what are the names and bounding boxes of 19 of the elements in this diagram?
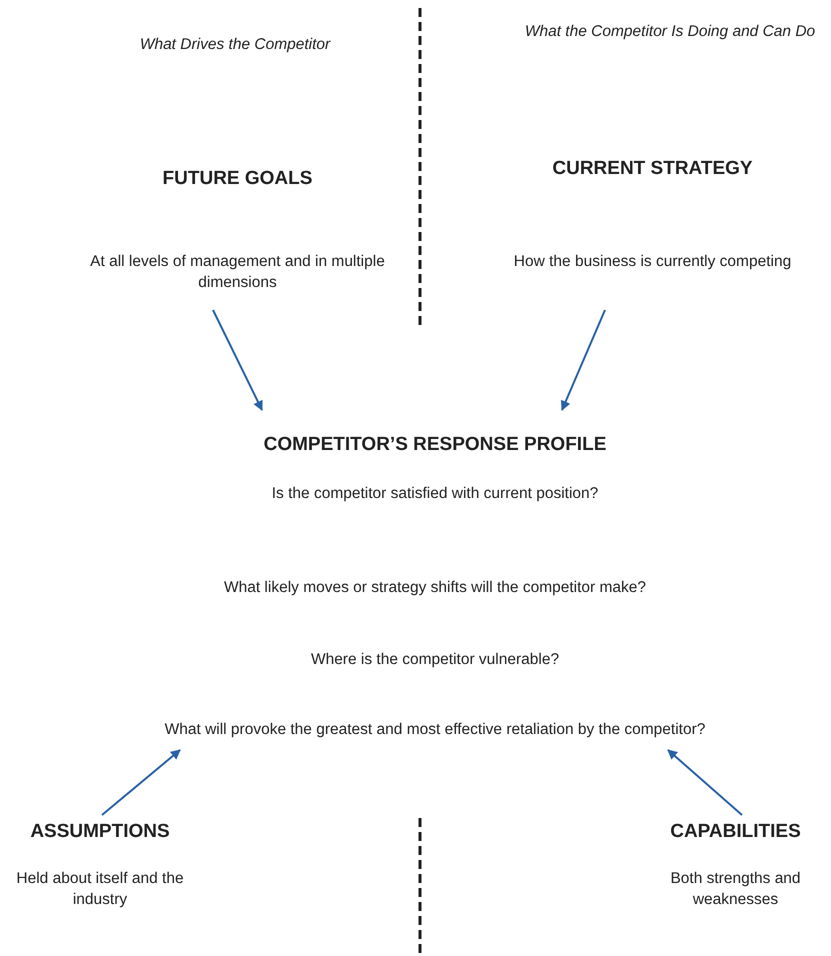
arrow xyxy=(667,749,743,816)
section-heading: CAPABILITIES xyxy=(669,820,802,844)
section-heading: FUTURE GOALS xyxy=(162,167,314,191)
description-text: At all levels of management and in multiple dimensions xyxy=(89,252,386,293)
section-heading: COMPETITOR’S RESPONSE PROFILE xyxy=(262,433,608,457)
description-text: Both strengths and weaknesses xyxy=(669,869,802,910)
arrow xyxy=(212,310,263,411)
arrow xyxy=(101,749,181,816)
arrow xyxy=(560,310,606,411)
question-text: Where is the competitor vulnerable? xyxy=(310,650,560,670)
question-text: What likely moves or strategy shifts will the competitor make? xyxy=(222,578,648,598)
section-heading: CURRENT STRATEGY xyxy=(551,157,754,181)
column-caption: What Drives the Competitor xyxy=(138,35,332,55)
question-text: What will provoke the greatest and most effective retaliation by the competitor? xyxy=(164,720,706,740)
description-text: Held about itself and the industry xyxy=(15,869,185,910)
description-text: How the business is currently competing xyxy=(512,252,792,272)
column-caption: What the Competitor Is Doing and Can Do xyxy=(524,22,816,42)
question-text: Is the competitor satisfied with current position? xyxy=(270,484,600,504)
section-heading: ASSUMPTIONS xyxy=(29,820,171,844)
